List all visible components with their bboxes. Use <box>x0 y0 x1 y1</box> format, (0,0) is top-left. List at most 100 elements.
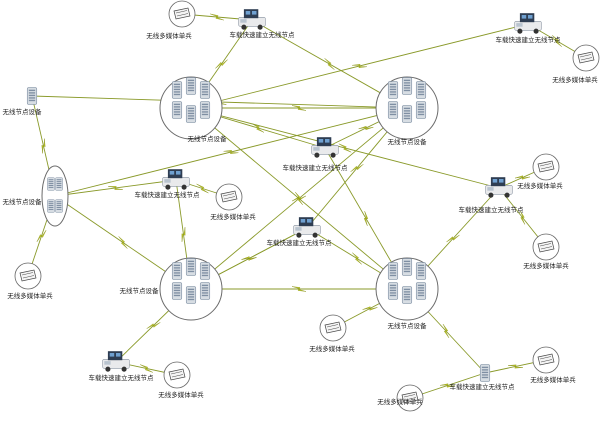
server-rack-icon <box>199 81 211 99</box>
soldier-node-m1[interactable]: 无线多媒体单兵 <box>146 0 196 40</box>
wireless-signal-icon <box>446 234 460 243</box>
server-rack-icon <box>387 282 399 300</box>
truck-node-t5[interactable]: 车载快速建立无线节点 <box>267 216 333 247</box>
cluster-node-c1[interactable]: 无线节点设备 <box>159 76 228 143</box>
server-node-s1[interactable]: 无线节点设备 <box>3 87 43 116</box>
cluster-ring <box>41 165 69 227</box>
server-rack-icon <box>47 199 55 213</box>
vehicle-truck-icon <box>238 8 266 31</box>
multimedia-terminal-icon <box>319 314 347 342</box>
wireless-signal-icon <box>210 13 224 21</box>
wireless-link-c3-c4 <box>191 286 407 292</box>
wireless-signal-icon <box>196 183 209 194</box>
node-label: 车载快速建立无线节点 <box>89 373 155 382</box>
wireless-signal-icon <box>41 138 46 154</box>
wireless-signal-icon <box>442 324 450 338</box>
server-rack-icon <box>171 101 183 119</box>
node-label: 无线节点设备 <box>3 107 43 116</box>
vehicle-truck-icon <box>162 168 190 191</box>
cluster-small-node-c5[interactable]: 无线节点设备 <box>3 165 69 227</box>
soldier-node-m5[interactable]: 无线多媒体单兵 <box>517 153 563 190</box>
node-label: 无线多媒体单兵 <box>517 181 563 190</box>
node-label: 无线多媒体单兵 <box>530 375 576 384</box>
server-rack-icon <box>55 177 63 191</box>
vehicle-truck-icon <box>514 12 542 35</box>
wireless-link-c1-c4 <box>190 107 408 290</box>
node-label: 无线多媒体单兵 <box>158 390 204 399</box>
truck-node-t4[interactable]: 车载快速建立无线节点 <box>135 168 201 199</box>
server-rack-icon <box>55 199 63 213</box>
server-rack-icon <box>415 262 427 280</box>
wireless-signal-icon <box>241 256 257 261</box>
server-rack-icon <box>199 101 211 119</box>
node-label: 车载快速建立无线节点 <box>283 163 349 172</box>
wireless-link-c2-c1 <box>191 105 407 111</box>
server-rack-icon <box>415 81 427 99</box>
soldier-node-m10[interactable]: 无线多媒体单兵 <box>377 384 424 412</box>
soldier-node-m8[interactable]: 无线多媒体单兵 <box>309 314 355 353</box>
wireless-signal-icon <box>358 125 374 131</box>
wireless-link-c5-t4 <box>54 179 177 197</box>
wireless-signal-icon <box>362 306 378 311</box>
soldier-node-m7[interactable]: 无线多媒体单兵 <box>158 361 204 399</box>
server-node-s2[interactable]: 车载快速建立无线节点 <box>450 364 516 391</box>
wireless-signal-icon <box>251 123 265 133</box>
wireless-signal-icon <box>552 35 562 47</box>
server-rack-icon <box>47 177 55 191</box>
node-label: 车载快速建立无线节点 <box>496 35 562 44</box>
soldier-node-m2[interactable]: 无线多媒体单兵 <box>552 44 600 84</box>
vehicle-truck-icon <box>102 350 130 373</box>
node-label: 无线多媒体单兵 <box>377 397 423 406</box>
soldier-node-m9[interactable]: 无线多媒体单兵 <box>530 346 576 384</box>
node-label: 无线节点设备 <box>388 137 428 146</box>
truck-node-t1[interactable]: 车载快速建立无线节点 <box>230 8 296 39</box>
multimedia-terminal-icon <box>215 183 243 211</box>
wireless-link-t2-c1 <box>190 23 529 109</box>
soldier-node-m6[interactable]: 无线多媒体单兵 <box>523 233 569 270</box>
wireless-signal-icon <box>146 322 161 329</box>
wireless-signal-icon <box>350 164 364 172</box>
multimedia-terminal-icon <box>168 0 196 28</box>
wireless-link-c1-t6 <box>190 107 500 189</box>
truck-node-t2[interactable]: 车载快速建立无线节点 <box>496 12 562 44</box>
server-rack-icon <box>387 81 399 99</box>
server-rack-icon <box>185 286 197 304</box>
wireless-signal-icon <box>440 383 455 388</box>
wireless-signal-icon <box>352 252 362 265</box>
wireless-signal-icon <box>291 105 307 111</box>
server-rack-icon <box>185 258 197 276</box>
soldier-node-m4[interactable]: 无线多媒体单兵 <box>210 183 256 221</box>
truck-node-t6[interactable]: 车载快速建立无线节点 <box>459 176 525 214</box>
wireless-signal-icon <box>291 286 307 292</box>
cluster-node-c3[interactable]: 无线节点设备 <box>120 257 223 321</box>
server-rack-icon <box>26 87 38 105</box>
nodes-layer: 无线节点设备无线节点设备无线节点设备无线节点设备无线节点设备无线节点设备车载快速… <box>3 0 600 412</box>
cluster-node-c4[interactable]: 无线节点设备 <box>375 257 439 330</box>
wireless-signal-icon <box>508 364 523 369</box>
server-rack-icon <box>401 286 413 304</box>
wireless-signal-icon <box>295 191 303 206</box>
server-rack-icon <box>171 81 183 99</box>
server-rack-icon <box>401 105 413 123</box>
wireless-signal-icon <box>223 150 239 154</box>
truck-node-t7[interactable]: 车载快速建立无线节点 <box>89 350 155 382</box>
server-rack-icon <box>199 282 211 300</box>
vehicle-truck-icon <box>485 176 513 199</box>
multimedia-terminal-icon <box>163 361 191 389</box>
server-rack-icon <box>171 282 183 300</box>
server-rack-icon <box>415 101 427 119</box>
multimedia-terminal-icon <box>572 44 600 72</box>
truck-node-t3[interactable]: 车载快速建立无线节点 <box>283 136 349 172</box>
cluster-node-c2[interactable]: 无线节点设备 <box>375 76 439 146</box>
server-rack-icon <box>387 101 399 119</box>
server-rack-icon <box>185 105 197 123</box>
node-label: 车载快速建立无线节点 <box>459 205 525 214</box>
server-rack-icon <box>401 258 413 276</box>
soldier-node-m3[interactable]: 无线多媒体单兵 <box>7 262 53 300</box>
vehicle-truck-icon <box>293 216 321 239</box>
wireless-signal-icon <box>215 59 228 69</box>
wireless-signal-icon <box>108 186 123 190</box>
node-label: 车载快速建立无线节点 <box>267 238 333 247</box>
node-label: 无线节点设备 <box>188 134 228 143</box>
